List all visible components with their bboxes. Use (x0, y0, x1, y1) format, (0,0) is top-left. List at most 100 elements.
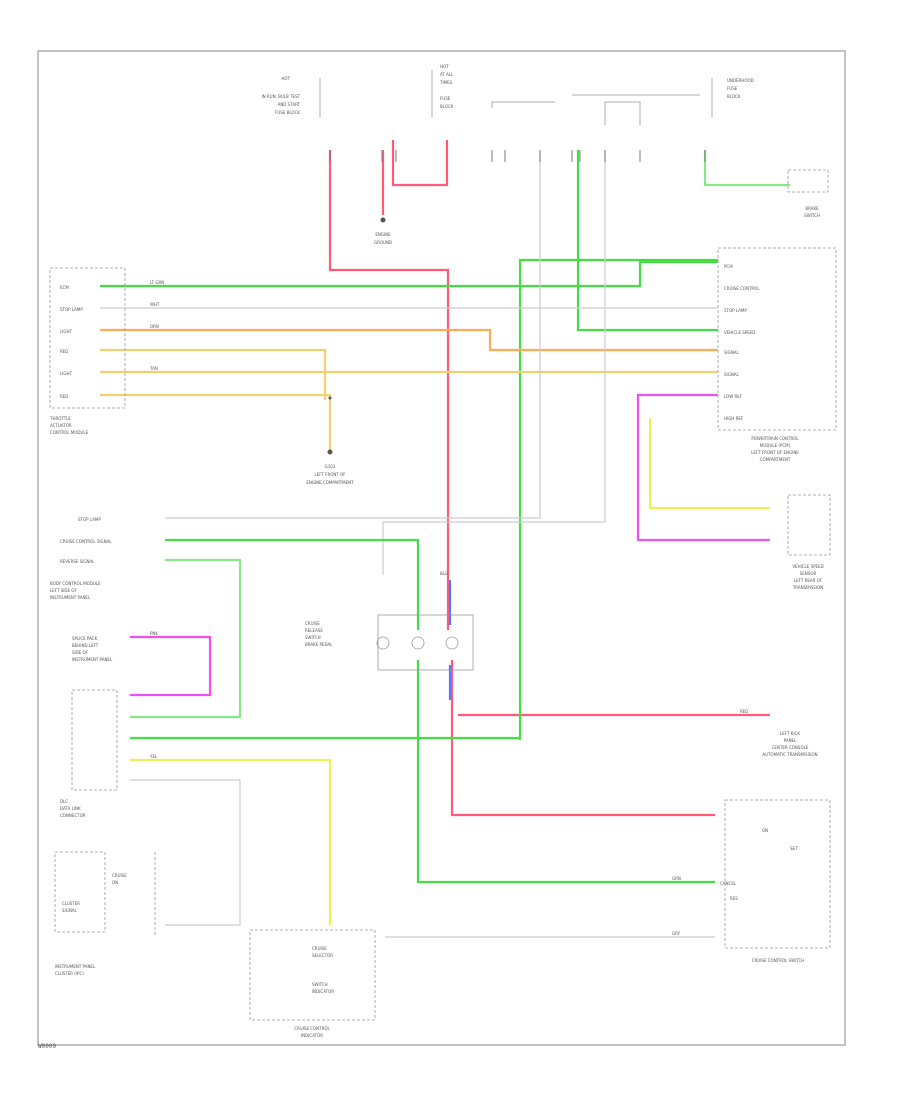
diagram-frame (37, 50, 846, 1046)
ipc-inner-1: ON (112, 880, 118, 885)
cruise-switch-pin-3: CANCEL (720, 881, 737, 886)
relay-contact-2 (411, 636, 425, 650)
ipc-inner-2: CLUSTER (62, 901, 80, 906)
top-left-fuse-l3: FUSE BLOCK (275, 110, 300, 115)
ground-mid-l2: ENGINE COMPARTMENT (306, 480, 354, 485)
pcm-caption-0: POWERTRAIN CONTROL (751, 436, 799, 441)
throttle-pin-0: ECM (60, 285, 69, 290)
wire-label-grn: GRN (672, 876, 681, 881)
ipc-inner-3: SIGNAL (62, 908, 78, 913)
wire-gray-3 (382, 150, 606, 575)
cruise-switch-pin-1: SET (790, 846, 798, 851)
vss-caption-1: SENSOR (800, 571, 817, 576)
wire-tan-1 (100, 348, 327, 400)
bcm-pin-0: STOP LAMP (78, 517, 101, 522)
bottom-mid-inner-0: CRUISE (312, 946, 327, 951)
ipc-caption-1: CLUSTER (IPC) (55, 971, 84, 976)
top-bracket-a (491, 101, 555, 108)
ipc-inner-0: CRUISE (112, 873, 127, 878)
splice-pack-box (71, 689, 118, 791)
ground-mid-dot (327, 449, 333, 455)
pcm-pin-1: CRUISE CONTROL (724, 286, 760, 291)
vss-caption-0: VEHICLE SPEED (792, 564, 823, 569)
bottom-mid-caption-0: CRUISE CONTROL (294, 1026, 330, 1031)
pcm-pin-2: STOP LAMP (724, 308, 747, 313)
bottom-mid-inner-1: SELECTOR (312, 953, 333, 958)
right-mid-caption-2: CENTER CONSOLE (772, 745, 809, 750)
wire-green-1 (100, 260, 718, 288)
bcm-caption-0: BODY CONTROL MODULE (50, 581, 101, 586)
pcm-pin-0: PCM (724, 264, 733, 269)
wire-red-top-loop (391, 140, 449, 187)
throttle-pin-3: RED (60, 349, 68, 354)
wires (100, 140, 790, 938)
bottom-mid-inner-2: SWITCH (312, 982, 328, 987)
relay-box (377, 614, 474, 671)
cruise-switch-caption: CRUISE CONTROL SWITCH (752, 958, 805, 963)
throttle-caption-2: CONTROL MODULE (50, 430, 89, 435)
dlc-caption-1: DATA LINK (60, 806, 81, 811)
vss-box (787, 494, 831, 556)
dlc-caption-0: DLC (60, 799, 68, 804)
top-mid-fuse-l2: TIMES (439, 80, 453, 85)
pcm-pin-4: SIGNAL (724, 350, 740, 355)
wire-label-gry: GRY (672, 931, 681, 936)
wire-green-bcm-3 (130, 558, 242, 719)
wire-green-4 (703, 150, 790, 187)
cruise-indicator-box (249, 929, 376, 1021)
relay-caption-2: SWITCH (305, 635, 321, 640)
brake-switch-l1: SWITCH (804, 213, 820, 218)
pcm-pin-7: HIGH REF (724, 416, 744, 421)
diagram-code: W0000 (38, 1043, 57, 1050)
dlc-caption-2: CONNECTOR (60, 813, 86, 818)
wire-yellow-right (648, 418, 770, 510)
vss-caption-3: TRANSMISSION (792, 585, 823, 590)
throttle-module-box (49, 267, 126, 409)
top-right-block-l2: BLOCK (727, 94, 741, 99)
junction-dots (327, 217, 386, 455)
components (49, 70, 837, 1021)
wire-pink-splice (130, 635, 212, 697)
pcm-caption-2: LEFT FRONT OF ENGINE (751, 450, 799, 455)
splice-pack-l1: BEHIND LEFT (72, 643, 99, 648)
top-mid-fuse-l1: AT ALL (440, 72, 454, 77)
pcm-caption-3: COMPARTMENT (760, 457, 791, 462)
top-left-fuse-l1: IN RUN, BULB TEST (261, 94, 300, 99)
top-mid-fuse-l4: BLOCK (440, 104, 454, 109)
right-mid-caption-0: LEFT KICK (780, 731, 800, 736)
top-right-block-l1: FUSE (727, 86, 738, 91)
right-mid-caption-3: AUTOMATIC TRANSMISSION (762, 752, 817, 757)
pcm-caption-1: MODULE (PCM) (760, 443, 791, 448)
wire-label-orn: ORN (150, 324, 159, 329)
cruise-switch-pin-0: ON (762, 828, 768, 833)
relay-caption-3: BRAKE PEDAL (305, 642, 333, 647)
throttle-pin-4: LIGHT (60, 371, 73, 376)
relay-caption-1: RELEASE (305, 628, 323, 633)
brake-switch-box (787, 169, 829, 193)
wire-orange (100, 328, 718, 352)
top-right-block-l0: UNDERHOOD (727, 78, 754, 83)
pcm-box (717, 247, 837, 431)
splice-pack-l3: INSTRUMENT PANEL (72, 657, 113, 662)
wire-red-main (328, 150, 450, 630)
top-mid-fuse-l0: HOT (440, 64, 449, 69)
ipc-box (54, 851, 106, 933)
wire-green-bcm-1 (165, 538, 420, 630)
wire-gray-2 (165, 150, 541, 519)
top-bracket-c (604, 101, 641, 125)
brake-switch-l0: BRAKE (805, 206, 819, 211)
relay-contact-1 (376, 636, 390, 650)
bottom-mid-inner-3: INDICATOR (312, 989, 334, 994)
wire-green-2 (518, 258, 718, 740)
engine-ground-l1: GROUND (374, 240, 392, 245)
ground-mid-l0: G101 (325, 464, 336, 469)
wire-green-bcm-2 (416, 660, 715, 884)
wire-label-tan: TAN (149, 366, 158, 371)
top-left-fuse-l2: AND START (278, 102, 301, 107)
throttle-pin-2: LIGHT (60, 329, 73, 334)
splice-dot-1 (328, 396, 332, 400)
throttle-pin-5: RED (60, 394, 68, 399)
wire-gray-ipc (130, 779, 241, 926)
text-labels: HOT IN RUN, BULB TEST AND START FUSE BLO… (49, 64, 824, 1038)
